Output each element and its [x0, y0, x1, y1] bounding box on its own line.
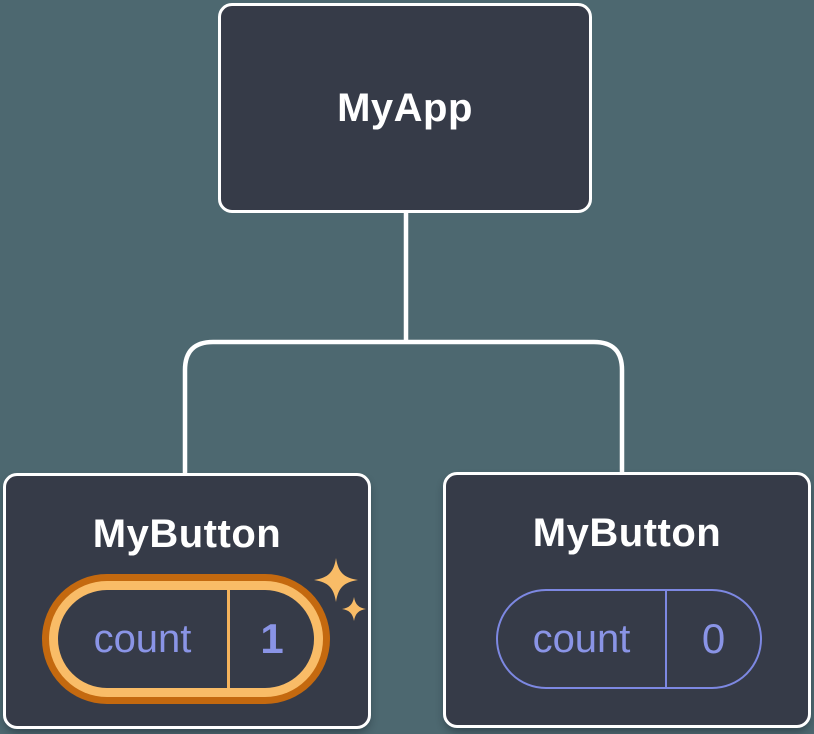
state-value-cell: 1	[230, 590, 314, 688]
sparkles-icon	[314, 558, 366, 621]
state-label-cell: count	[498, 591, 665, 687]
state-value-cell: 0	[667, 591, 760, 687]
node-mybutton-2-title: MyButton	[532, 511, 722, 555]
state-label: count	[532, 616, 631, 661]
state-pill-body: count 1	[58, 590, 314, 688]
state-pill-highlight-ring: count 1	[49, 581, 323, 697]
node-mybutton-1-title: MyButton	[92, 512, 282, 556]
state-label-cell: count	[58, 590, 227, 688]
state-pill-divider	[665, 591, 667, 687]
connector-branch	[182, 339, 625, 475]
state-pill-plain: count 0	[496, 589, 762, 689]
state-pill-divider	[227, 590, 230, 688]
node-mybutton-2: MyButton count 0	[443, 472, 811, 728]
state-value: 1	[260, 615, 284, 662]
state-pill-highlighted: count 1	[42, 574, 330, 704]
state-label: count	[93, 616, 192, 661]
node-mybutton-1: MyButton count 1	[3, 473, 371, 729]
node-myapp-title: MyApp	[337, 85, 473, 130]
node-myapp: MyApp	[218, 3, 592, 213]
state-value: 0	[701, 615, 726, 662]
